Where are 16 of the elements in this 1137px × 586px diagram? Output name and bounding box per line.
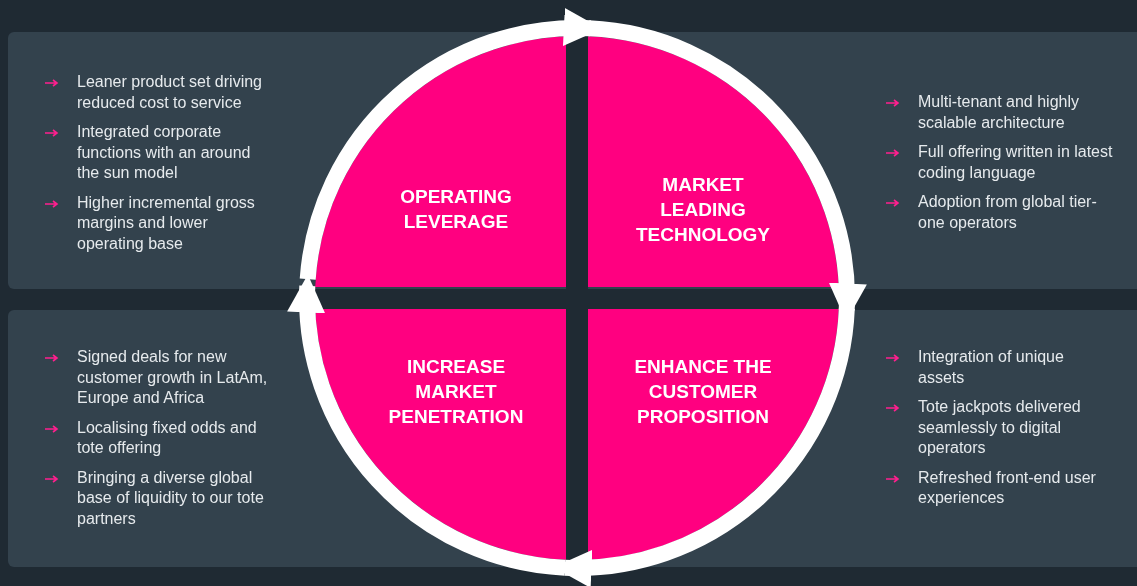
bullet-text: Localising fixed odds and tote offering xyxy=(77,417,258,458)
bullet-text: Leaner product set driving reduced cost to service xyxy=(77,72,263,113)
bullet-text: Signed deals for new customer growth in LatAm, Europe and Africa xyxy=(77,347,269,408)
bullet-text: Refreshed front-end user experiences xyxy=(918,467,1097,508)
bullet-text: Integration of unique assets xyxy=(918,347,1065,388)
bullet-text: Multi-tenant and highly scalable architecture xyxy=(918,92,1080,133)
bullet-text: Full offering written in latest coding language xyxy=(918,142,1114,183)
quadrant-title: MARKET LEADING TECHNOLOGY xyxy=(634,172,772,247)
quadrant-title: OPERATING LEVERAGE xyxy=(399,185,513,234)
bullet-text: Tote jackpots delivered seamlessly to digital operators xyxy=(918,397,1082,458)
quadrant-title: INCREASE MARKET PENETRATION xyxy=(387,354,525,429)
quadrant-title: ENHANCE THE CUSTOMER PROPOSITION xyxy=(633,354,773,429)
bullet-text: Adoption from global tier-one operators xyxy=(918,192,1098,233)
bullet-text: Integrated corporate functions with an around the sun model xyxy=(77,122,252,183)
bullet-text: Bringing a diverse global base of liquidity to our tote partners xyxy=(77,467,265,529)
bullet-text: Higher incremental gross margins and lower operating base xyxy=(77,192,256,254)
